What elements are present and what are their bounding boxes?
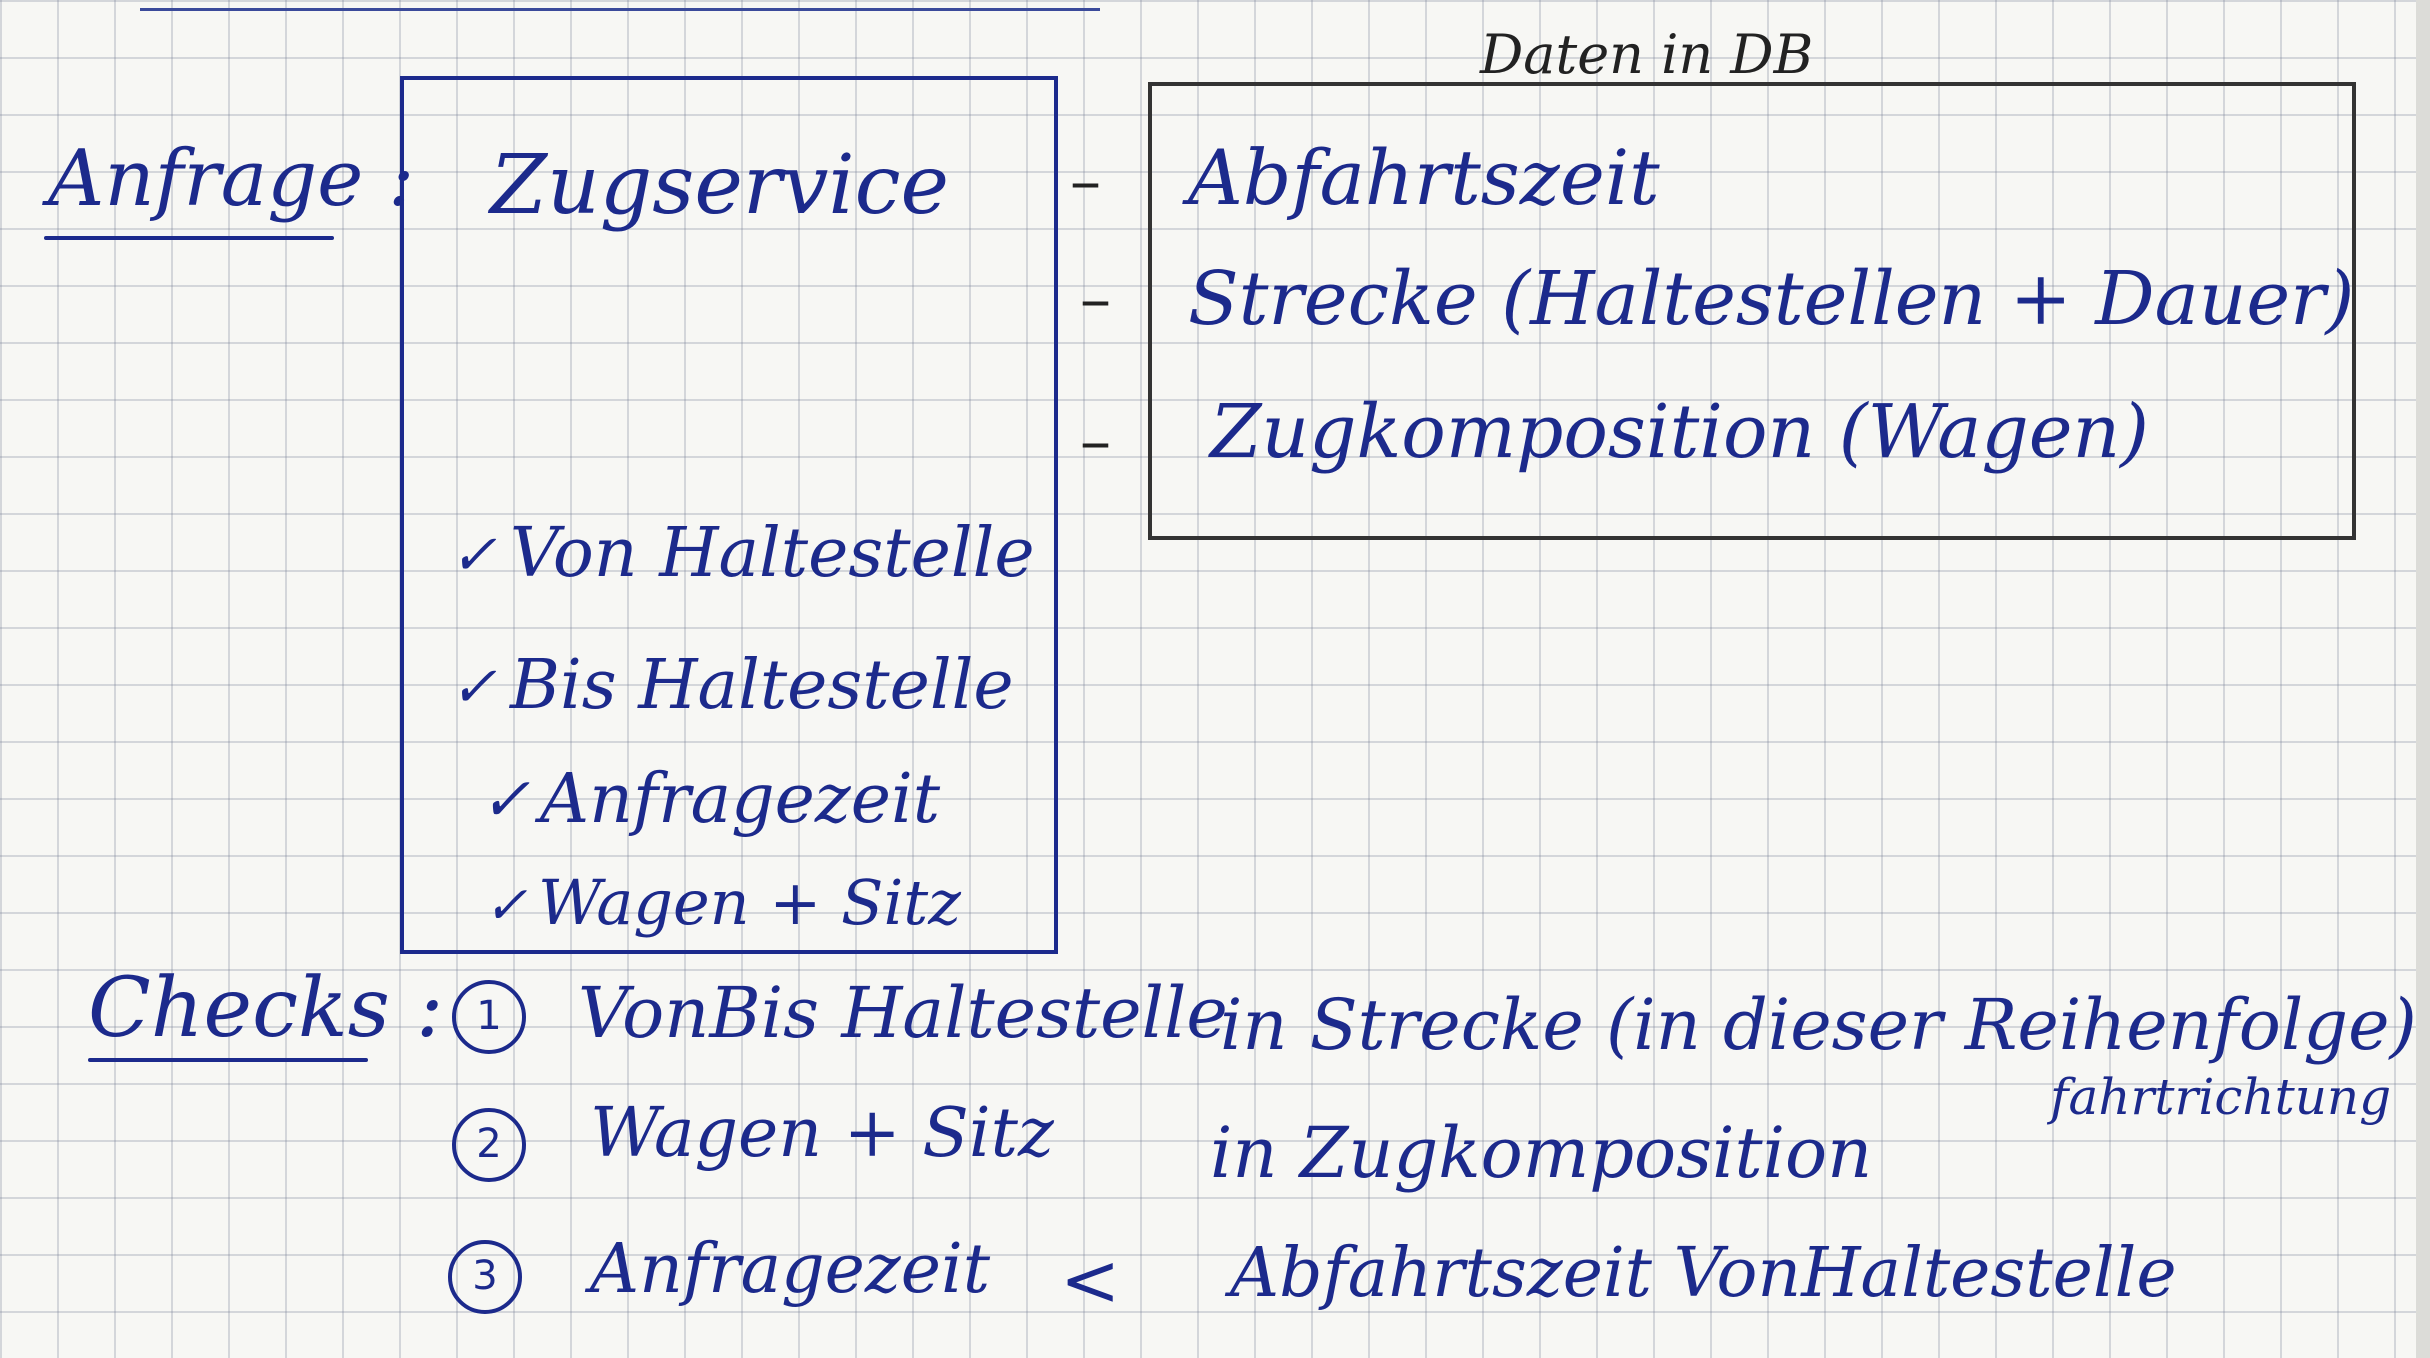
service-item-von: Von Haltestelle [510,514,1035,593]
check-2-left: Wagen + Sitz [590,1094,1054,1173]
check-mark-icon: ✓ [484,876,528,936]
check-2-relation: in Zugkomposition [1210,1112,1873,1194]
db-heading: Daten in DB [1480,23,1814,86]
service-item-wagen-sitz: Wagen + Sitz [538,866,961,939]
db-item-dash: – [1080,404,1111,477]
request-underline [44,236,334,240]
service-item-bis: Bis Haltestelle [510,646,1014,725]
db-box [1148,82,2356,540]
check-3-operator: < [1060,1238,1121,1322]
service-box [400,76,1058,954]
page-top-rule [140,8,1100,11]
check-number-1: 1 [452,980,526,1054]
check-mark-icon: ✓ [450,523,497,588]
check-3-left: Anfragezeit [590,1230,991,1309]
check-mark-icon: ✓ [450,655,497,720]
service-title: Zugservice [490,138,950,233]
db-item-dash: – [1080,262,1111,335]
checks-label: Checks : [88,961,444,1056]
db-item-dash: – [1070,144,1101,217]
db-item-zugkomposition: Zugkomposition (Wagen) [1210,389,2150,475]
db-item-strecke: Strecke (Haltestellen + Dauer) [1188,256,2355,342]
service-item-anfragezeit: Anfragezeit [540,760,941,839]
request-label: Anfrage : [48,134,415,224]
page-edge [2416,0,2430,1358]
checks-underline [88,1058,368,1062]
check-3-relation: Abfahrtszeit VonHaltestelle [1230,1234,2177,1313]
check-number-2: 2 [452,1108,526,1182]
db-item-abfahrtszeit: Abfahrtszeit [1188,133,1660,222]
check-number-3: 3 [448,1240,522,1314]
check-mark-icon: ✓ [480,765,531,835]
check-1-left: VonBis Haltestelle [578,972,1228,1054]
check-1-note: fahrtrichtung [2050,1068,2392,1126]
check-1-relation: in Strecke (in dieser Reihenfolge) [1220,984,2417,1066]
